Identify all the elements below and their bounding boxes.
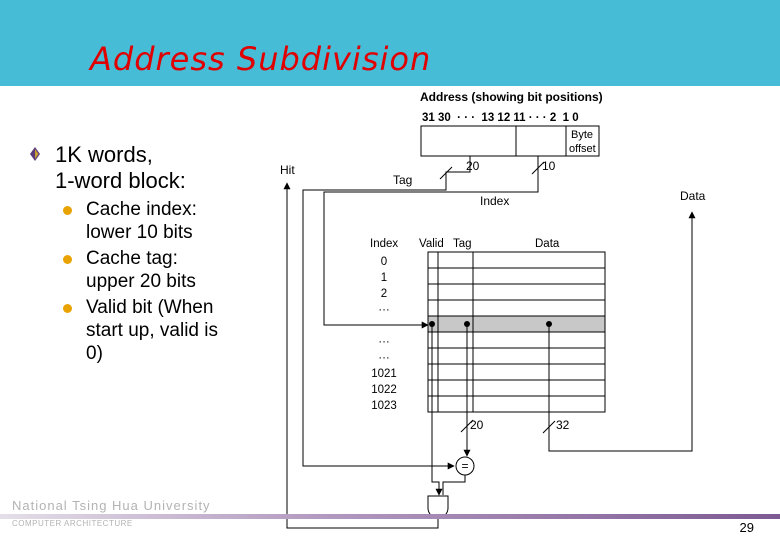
bullet-sub-tag: Cache tag: upper 20 bits <box>30 247 270 293</box>
row-index-label: 1022 <box>371 384 397 396</box>
bullet-text: lower 10 bits <box>86 222 193 243</box>
tag-label: Tag <box>393 173 412 187</box>
footer-logo: National Tsing Hua University COMPUTER A… <box>12 498 211 528</box>
bullet-main-line1: 1K words, <box>55 142 153 167</box>
address-label: Address (showing bit positions) <box>420 90 603 104</box>
address-tag-wire <box>302 188 455 470</box>
bullet-dot-icon <box>63 255 72 264</box>
bullet-diamond-icon <box>30 147 40 161</box>
slide-title: Address Subdivision <box>90 40 432 78</box>
page-number: 29 <box>739 520 754 535</box>
col-data-header: Data <box>535 238 560 250</box>
bullet-text: Cache index: <box>86 199 197 220</box>
row-index-label: 1021 <box>371 368 397 380</box>
row-index-label: 0 <box>381 256 387 268</box>
tag-width-label: 20 <box>466 159 480 173</box>
row-index-label: 2 <box>381 288 387 300</box>
col-tag-header: Tag <box>453 238 472 250</box>
bullet-text: start up, valid is <box>86 320 218 341</box>
index-label: Index <box>480 194 509 208</box>
col-valid-header: Valid <box>419 238 444 250</box>
row-index-label: 1 <box>381 272 387 284</box>
bullet-text: Cache tag: <box>86 248 178 269</box>
bullet-text: 0) <box>86 343 103 364</box>
index-wire <box>323 156 539 329</box>
bullet-dot-icon <box>63 206 72 215</box>
bullet-text: upper 20 bits <box>86 271 196 292</box>
hit-wire <box>283 182 439 529</box>
row-index-label: ··· <box>378 352 390 364</box>
index-width-label: 10 <box>542 159 556 173</box>
bullet-dot-icon <box>63 304 72 313</box>
bullet-main-line2: 1-word block: <box>55 168 186 193</box>
bullet-text: Valid bit (When <box>86 297 214 318</box>
hit-label: Hit <box>280 163 295 177</box>
footer-department: COMPUTER ARCHITECTURE <box>12 519 133 528</box>
tag-wire <box>445 156 471 188</box>
data-label: Data <box>680 189 706 203</box>
bullet-sub-valid: Valid bit (When start up, valid is 0) <box>30 296 270 365</box>
compare-result-wire <box>442 475 466 495</box>
footer-bar <box>0 514 780 519</box>
cache-table <box>427 251 606 413</box>
address-box <box>420 125 600 157</box>
row-index-label: 1023 <box>371 400 397 412</box>
row-index-label: ··· <box>378 336 390 348</box>
comparator-symbol: = <box>461 459 468 473</box>
footer-university: National Tsing Hua University <box>12 498 211 513</box>
byte-offset-label: Byte <box>571 129 593 141</box>
valid-wire <box>431 324 443 496</box>
row-index-label: ··· <box>378 304 390 316</box>
bullet-main: 1K words, 1-word block: <box>30 142 270 194</box>
data-bits-out-label: 32 <box>556 418 570 432</box>
byte-offset-label: offset <box>569 143 596 155</box>
bit-positions: 31 30 · · · 13 12 11 · · · 2 1 0 <box>422 112 579 124</box>
header-band <box>0 0 780 86</box>
tag-bits-out-label: 20 <box>470 418 484 432</box>
bullet-sub-index: Cache index: lower 10 bits <box>30 198 270 244</box>
col-index-header: Index <box>370 238 398 250</box>
data-wire <box>548 211 696 452</box>
bullet-list: 1K words, 1-word block: Cache index: low… <box>30 142 270 368</box>
